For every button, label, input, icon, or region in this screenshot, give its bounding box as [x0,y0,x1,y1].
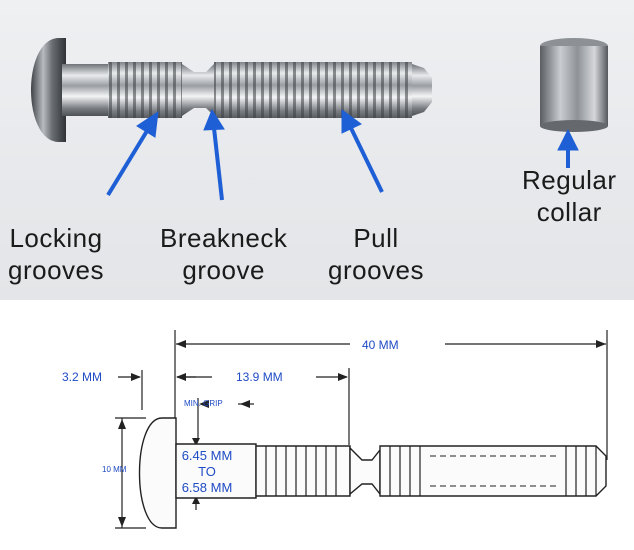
label-breakneck-groove-line1: Breakneck [160,223,288,253]
pin-outline-breakneck-groove [349,446,381,496]
pin-outline-pull-grooves [379,445,607,497]
dimension-shank-diameter-to: TO [198,464,216,479]
fastener-photo-panel: Locking grooves Breakneck groove Pull gr… [0,0,634,300]
dimension-shank-diameter-max: 6.58 MM [181,480,233,495]
pin-outline [138,417,607,529]
arrow-locking-grooves [106,124,152,197]
pin-locking-grooves [108,62,182,118]
label-breakneck-groove: Breakneck groove [160,222,287,286]
dimension-arrowheads [118,340,606,527]
arrow-breakneck-groove [212,127,224,201]
label-pull-grooves-line1: Pull [353,223,399,253]
dimension-shank-diameter-min: 6.45 MM [181,448,233,463]
label-regular-collar: Regular collar [522,164,617,228]
label-locking-grooves-line2: grooves [8,255,104,285]
collar-photo [540,38,608,132]
label-locking-grooves-line1: Locking [9,223,103,253]
groove-lines [265,446,597,496]
pin-breakneck-groove [182,64,214,116]
dimension-overall-length: 40 MM [362,338,399,352]
pin-photo [31,38,432,142]
pin-head [31,38,66,142]
label-pull-grooves: Pull grooves [328,222,424,286]
pin-outline-head [138,417,177,529]
pin-shank [62,64,110,116]
arrow-pull-grooves [348,125,384,193]
pin-outline-drawing [115,330,608,529]
label-locking-grooves: Locking grooves [8,222,104,286]
photo-arrows [106,108,579,201]
pin-tip [412,64,432,116]
dimension-min-grip-label: MIN. GRIP [184,399,223,408]
hidden-thread-lines [430,455,560,487]
label-breakneck-groove-line2: groove [182,255,265,285]
pin-pull-grooves [214,62,412,118]
dimension-shank-diameter: 6.45 MM TO 6.58 MM [176,448,238,496]
dimension-head-diameter: 10 MM [102,465,127,474]
label-regular-collar-line1: Regular [522,165,617,195]
pin-outline-shank [175,443,257,499]
label-pull-grooves-line2: grooves [328,255,424,285]
dimension-grip-length: 13.9 MM [236,370,283,384]
dimension-head-thickness: 3.2 MM [62,370,103,384]
fastener-photo [31,38,608,201]
pin-dimension-drawing: 40 MM 3.2 MM 13.9 MM MIN. GRIP 10 MM 6.4… [0,300,634,545]
label-regular-collar-line2: collar [536,197,602,227]
